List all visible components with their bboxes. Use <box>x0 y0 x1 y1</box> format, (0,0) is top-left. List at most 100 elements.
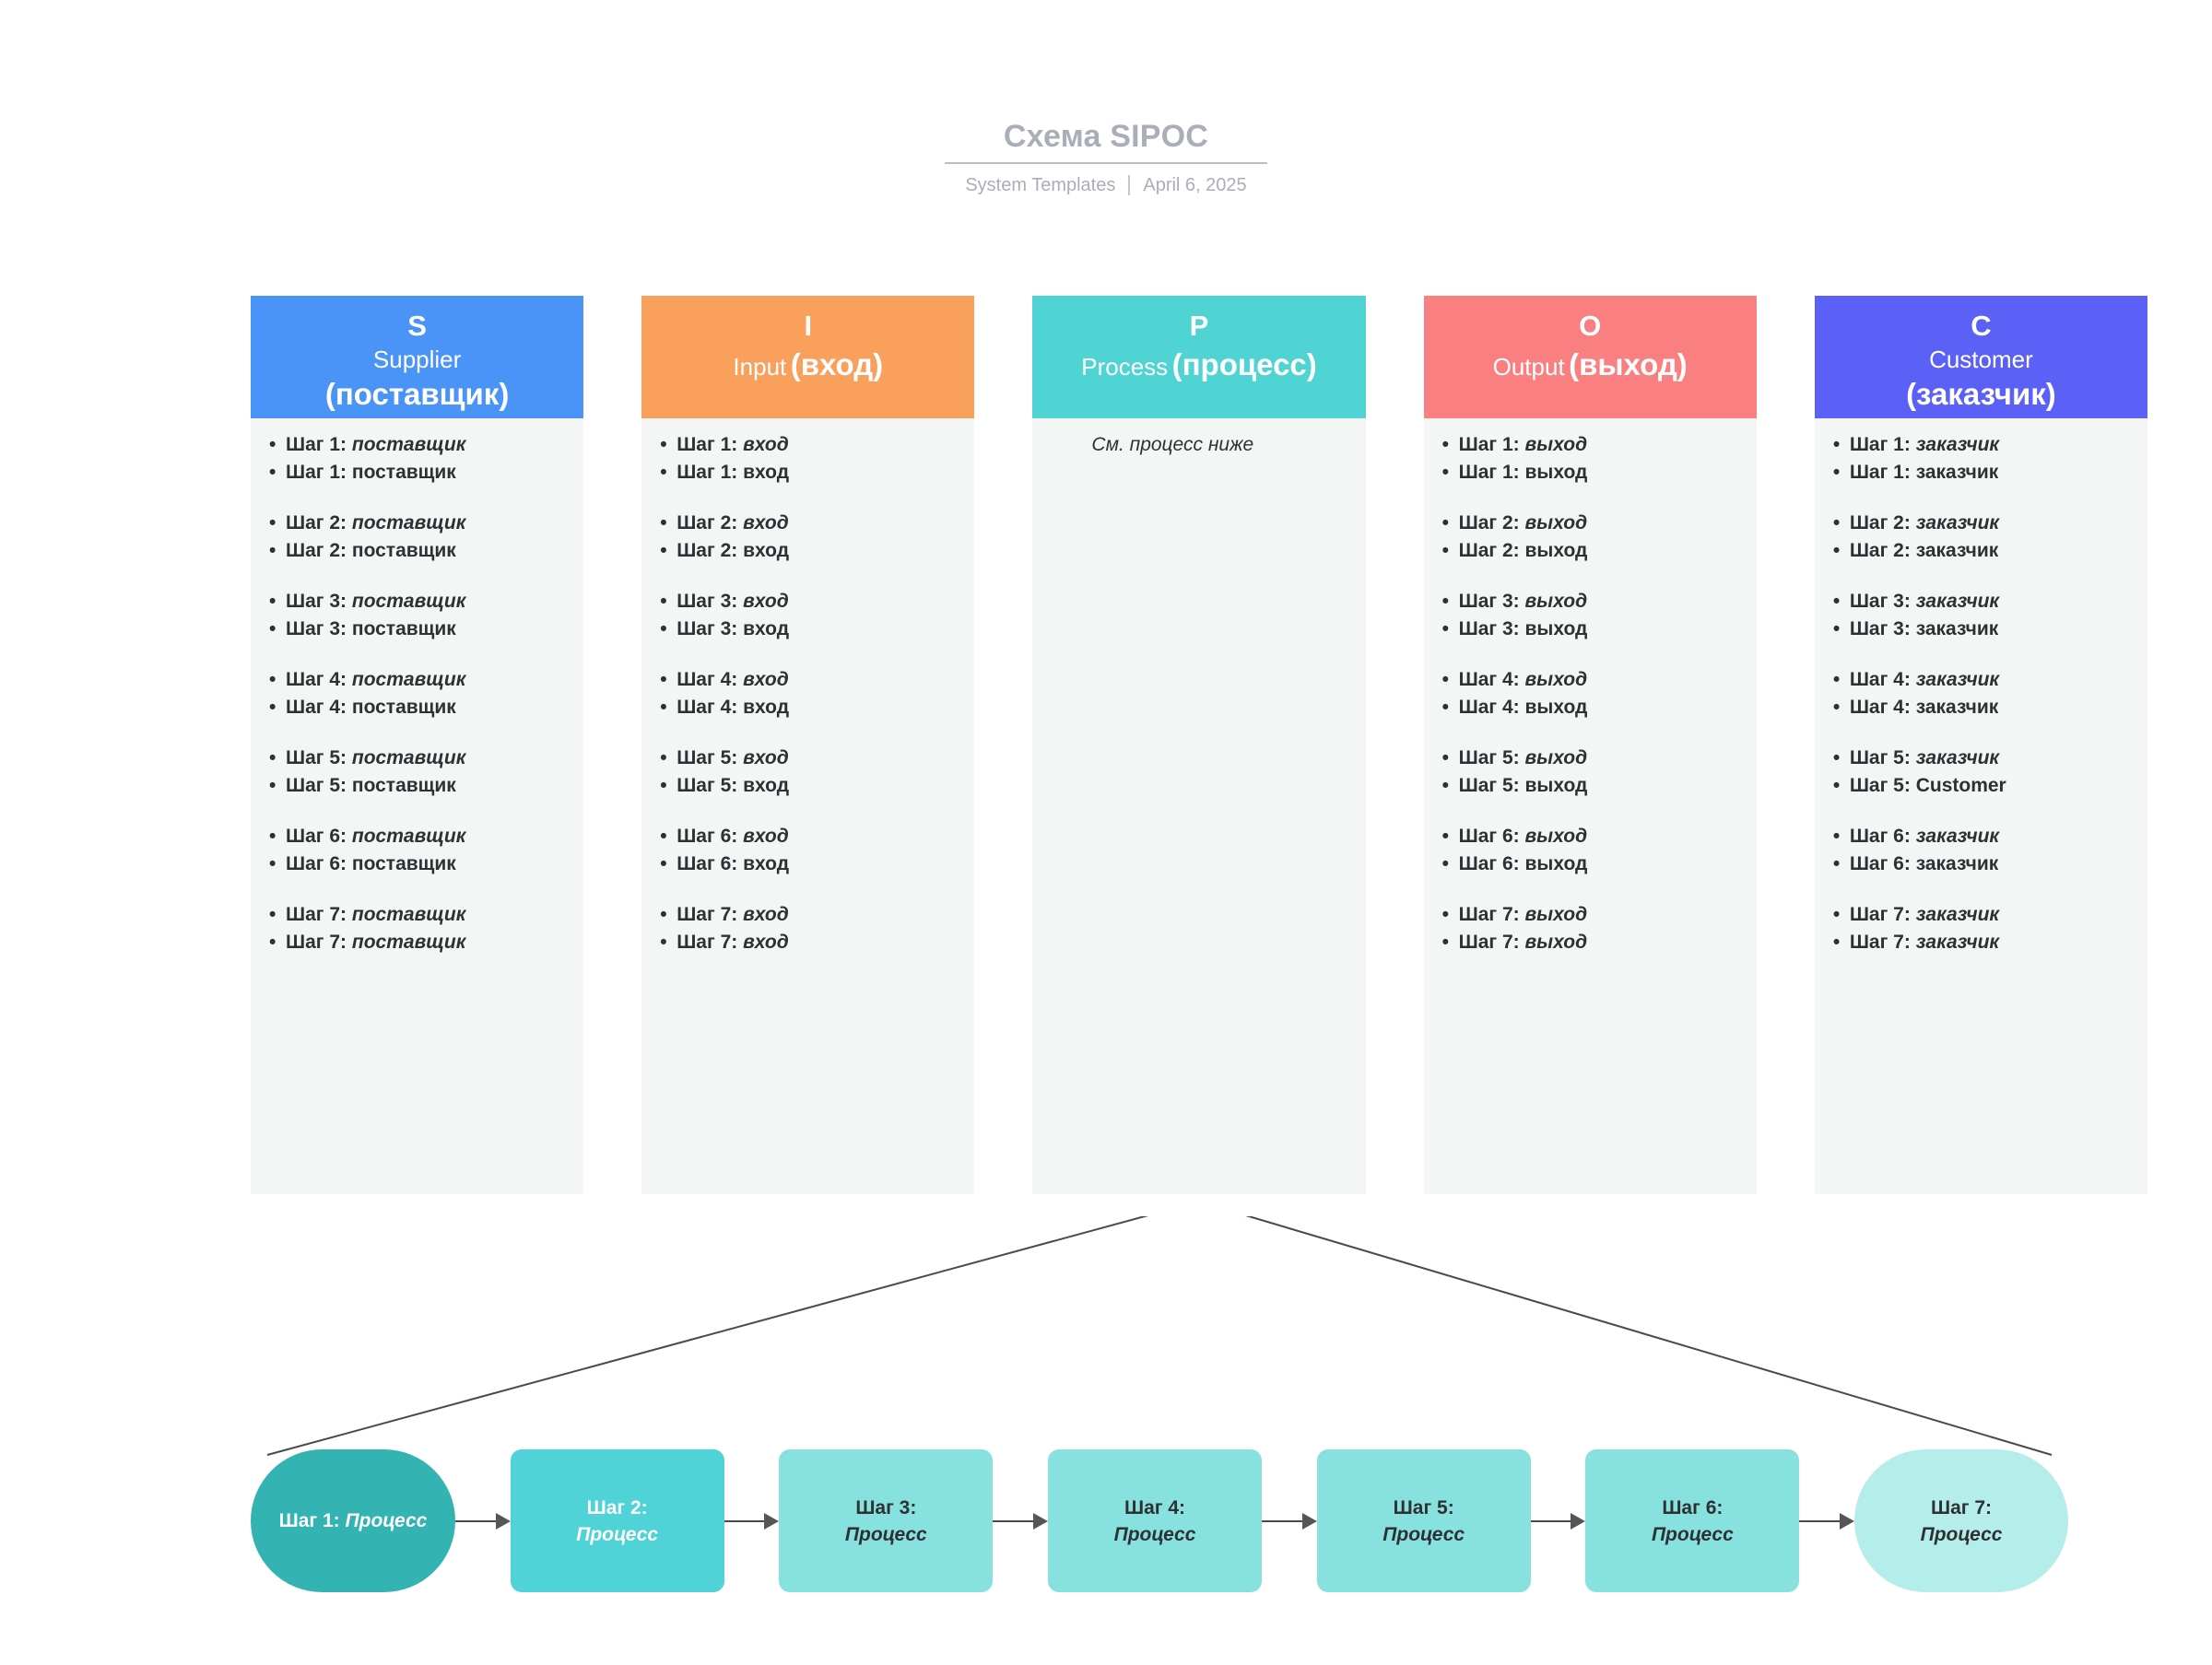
list-item: Шаг 2: выход <box>1441 537 1740 565</box>
bullet-group: Шаг 1: поставщикШаг 1: поставщик <box>267 431 567 486</box>
step-label: Шаг 7: <box>286 904 347 925</box>
flow-step-value: Процесс <box>576 1523 659 1545</box>
step-value: вход <box>743 461 790 483</box>
flow-step-box[interactable]: Шаг 4:Процесс <box>1048 1449 1263 1592</box>
arrow-shaft <box>455 1519 498 1522</box>
step-label: Шаг 7: <box>1849 931 1911 953</box>
process-note: См. процесс ниже <box>1091 434 1254 455</box>
flow-step-text: Шаг 6:Процесс <box>1652 1495 1734 1548</box>
flow-step-label: Шаг 5: <box>1393 1496 1454 1518</box>
list-item: Шаг 2: вход <box>658 537 958 565</box>
arrow-shaft <box>993 1519 1036 1522</box>
step-label: Шаг 3: <box>286 591 347 612</box>
step-label: Шаг 2: <box>1458 512 1520 534</box>
list-item: Шаг 1: поставщик <box>267 459 567 487</box>
column-body-o: Шаг 1: выходШаг 1: выходШаг 2: выходШаг … <box>1423 418 1757 1194</box>
flow-arrow-icon <box>993 1510 1049 1532</box>
list-item: Шаг 4: вход <box>658 666 958 694</box>
step-label: Шаг 4: <box>1849 669 1911 690</box>
list-item: Шаг 4: вход <box>658 694 958 721</box>
column-name-en: Supplier <box>372 346 462 373</box>
step-value: вход <box>743 826 789 847</box>
arrow-head <box>1301 1512 1317 1530</box>
flow-step-box[interactable]: Шаг 3:Процесс <box>779 1449 994 1592</box>
list-item: Шаг 7: вход <box>658 929 958 956</box>
step-label: Шаг 2: <box>286 512 347 534</box>
step-label: Шаг 3: <box>677 591 738 612</box>
flow-step-box[interactable]: Шаг 7:Процесс <box>1854 1449 2069 1592</box>
step-label: Шаг 5: <box>1458 774 1520 796</box>
step-label: Шаг 4: <box>677 696 738 718</box>
step-value: заказчик <box>1915 669 2000 690</box>
column-name-en: Input <box>733 353 787 381</box>
step-label: Шаг 5: <box>677 774 738 796</box>
list-item: Шаг 3: выход <box>1441 588 1740 616</box>
step-label: Шаг 4: <box>677 669 738 690</box>
step-label: Шаг 7: <box>1458 904 1520 925</box>
column-name-en: Output <box>1492 353 1565 381</box>
step-value: заказчик <box>1915 617 1999 639</box>
step-label: Шаг 1: <box>1458 434 1520 455</box>
flow-step-box[interactable]: Шаг 1: Процесс <box>251 1449 455 1592</box>
flow-step-value: Процесс <box>1113 1523 1196 1545</box>
arrow-shaft <box>724 1519 767 1522</box>
arrow-head <box>764 1512 780 1530</box>
list-item: Шаг 6: вход <box>658 850 958 878</box>
list-item: Шаг 2: вход <box>658 510 958 537</box>
page-title: Схема SIPOC <box>1003 119 1209 154</box>
step-label: Шаг 5: <box>286 774 347 796</box>
list-item: Шаг 4: поставщик <box>267 694 567 721</box>
step-label: Шаг 4: <box>286 696 347 718</box>
step-value: заказчик <box>1915 461 1999 483</box>
list-item: Шаг 7: поставщик <box>267 901 567 929</box>
step-value: выход <box>1524 539 1588 561</box>
list-item: Шаг 5: поставщик <box>267 772 567 800</box>
list-item: Шаг 7: заказчик <box>1831 901 2131 929</box>
list-item: Шаг 7: выход <box>1441 929 1740 956</box>
step-label: Шаг 7: <box>1849 904 1911 925</box>
flow-step-box[interactable]: Шаг 6:Процесс <box>1585 1449 1800 1592</box>
step-label: Шаг 5: <box>1849 774 1911 796</box>
step-label: Шаг 4: <box>1458 696 1520 718</box>
bullet-group: Шаг 7: поставщикШаг 7: поставщик <box>267 901 567 956</box>
list-item: Шаг 6: заказчик <box>1831 823 2131 850</box>
flow-step-value: Процесс <box>844 1523 927 1545</box>
bullet-group: Шаг 5: выходШаг 5: выход <box>1441 745 1740 799</box>
step-value: заказчик <box>1915 591 2000 612</box>
step-value: выход <box>1524 461 1588 483</box>
bullet-group: Шаг 6: входШаг 6: вход <box>658 823 958 877</box>
flow-step-box[interactable]: Шаг 2:Процесс <box>510 1449 724 1592</box>
step-value: выход <box>1524 591 1588 612</box>
list-item: Шаг 5: Customer <box>1831 772 2131 800</box>
flow-step-text: Шаг 4:Процесс <box>1114 1495 1196 1548</box>
list-item: Шаг 3: вход <box>658 588 958 616</box>
step-value: выход <box>1524 747 1588 768</box>
column-letter: O <box>1579 310 1602 342</box>
step-value: заказчик <box>1915 512 2000 534</box>
step-value: поставщик <box>351 434 466 455</box>
step-value: поставщик <box>351 669 466 690</box>
list-item: Шаг 4: заказчик <box>1831 666 2131 694</box>
step-value: выход <box>1524 774 1588 796</box>
flow-step-box[interactable]: Шаг 5:Процесс <box>1316 1449 1531 1592</box>
column-name-ru: (поставщик) <box>324 377 510 411</box>
step-label: Шаг 6: <box>286 826 347 847</box>
flow-step-label: Шаг 1: <box>278 1510 340 1531</box>
step-label: Шаг 1: <box>677 434 738 455</box>
arrow-shaft <box>1799 1519 1842 1522</box>
list-item: Шаг 7: заказчик <box>1831 929 2131 956</box>
step-label: Шаг 5: <box>1458 747 1520 768</box>
flow-step-value: Процесс <box>345 1510 428 1531</box>
list-item: Шаг 2: поставщик <box>267 537 567 565</box>
step-value: заказчик <box>1915 904 2000 925</box>
step-value: вход <box>743 852 790 874</box>
step-value: поставщик <box>351 904 466 925</box>
bullet-group: Шаг 2: поставщикШаг 2: поставщик <box>267 510 567 564</box>
column-body-p: См. процесс ниже <box>1032 418 1366 1194</box>
arrow-head <box>1571 1512 1586 1530</box>
column-letter: C <box>1971 310 1992 342</box>
step-value: поставщик <box>351 852 456 874</box>
step-value: поставщик <box>351 696 456 718</box>
list-item: Шаг 3: заказчик <box>1831 616 2131 643</box>
